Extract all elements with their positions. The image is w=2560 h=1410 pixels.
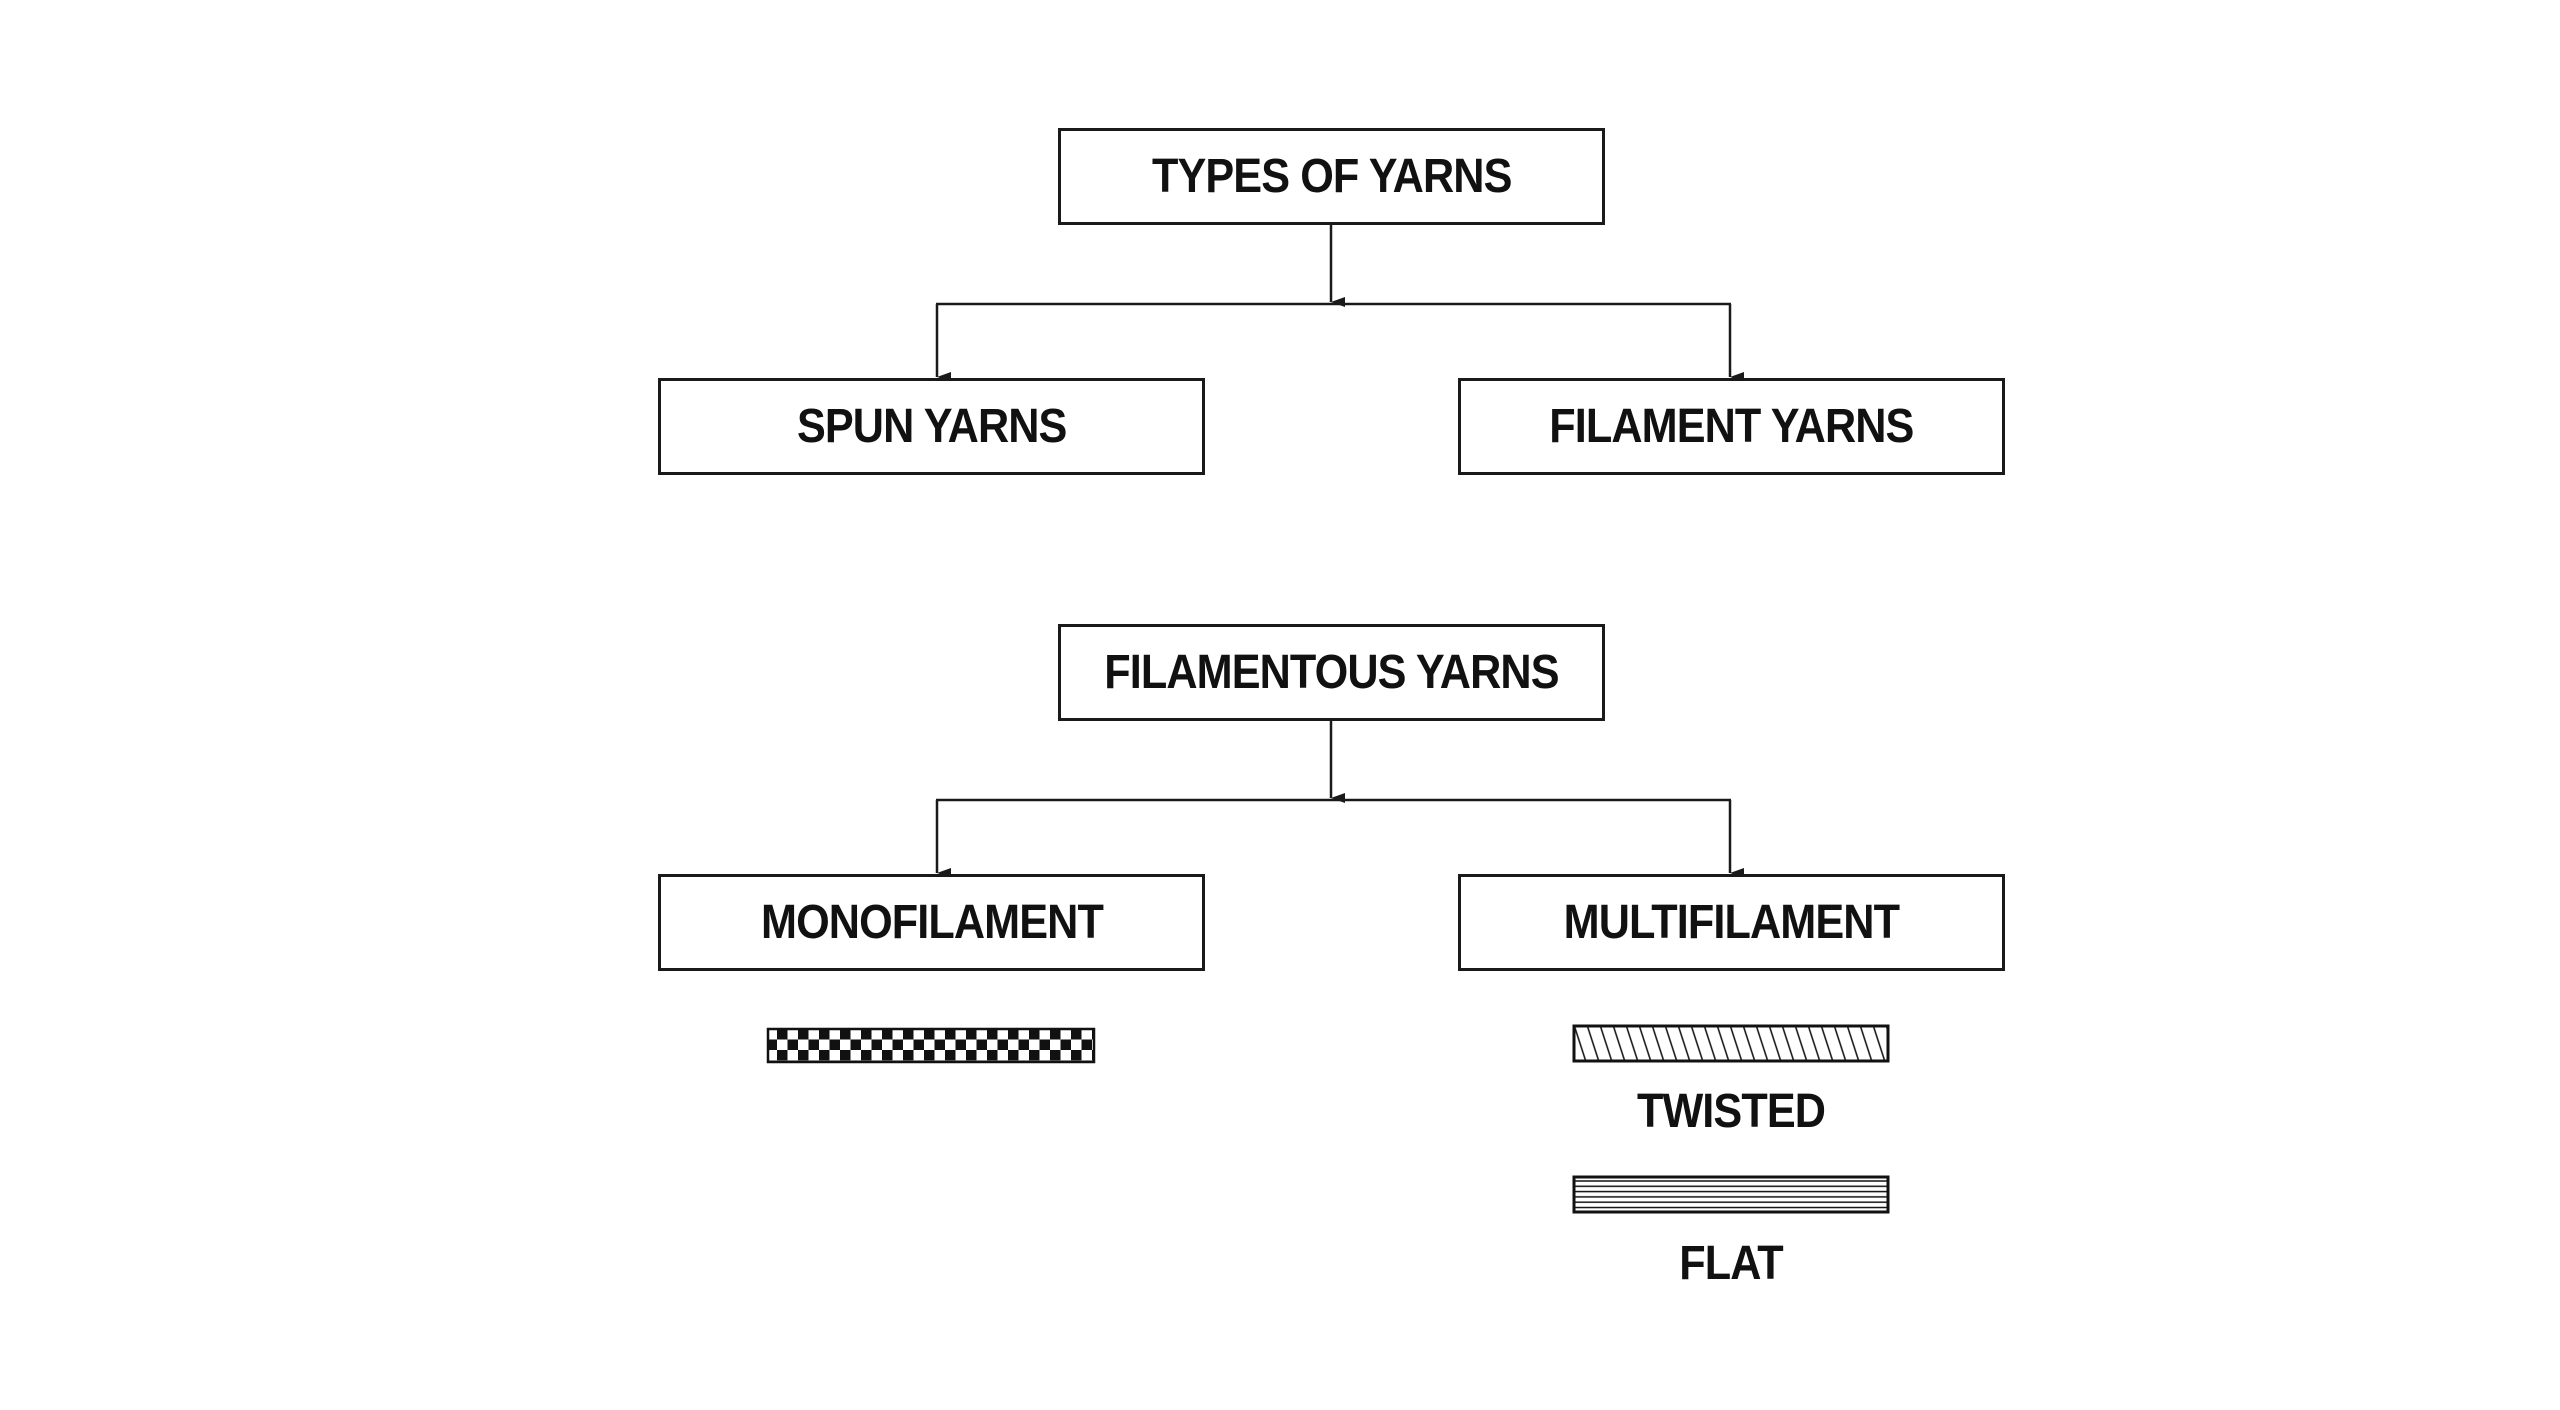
twisted-label: TWISTED <box>1636 1085 1826 1138</box>
node-spun-yarns: SPUN YARNS <box>658 378 1205 475</box>
node-types-of-yarns: TYPES OF YARNS <box>1058 128 1605 225</box>
node-label: MULTIFILAMENT <box>1563 896 1900 949</box>
connector-types-root <box>935 224 1744 382</box>
node-monofilament: MONOFILAMENT <box>658 874 1205 971</box>
flat-stripes-swatch <box>1572 1175 1890 1214</box>
node-label: TYPES OF YARNS <box>1151 150 1512 203</box>
flat-label: FLAT <box>1679 1237 1783 1290</box>
node-label: FILAMENT YARNS <box>1549 400 1914 453</box>
node-filamentous-yarns: FILAMENTOUS YARNS <box>1058 624 1605 721</box>
node-filament-yarns: FILAMENT YARNS <box>1458 378 2005 475</box>
node-label: SPUN YARNS <box>796 400 1067 453</box>
connector-filamentous-root <box>935 720 1744 878</box>
node-label: MONOFILAMENT <box>760 896 1104 949</box>
twisted-hatch-swatch <box>1572 1024 1890 1063</box>
node-label: FILAMENTOUS YARNS <box>1104 646 1559 699</box>
node-multifilament: MULTIFILAMENT <box>1458 874 2005 971</box>
monofilament-checker-swatch <box>766 1027 1096 1064</box>
